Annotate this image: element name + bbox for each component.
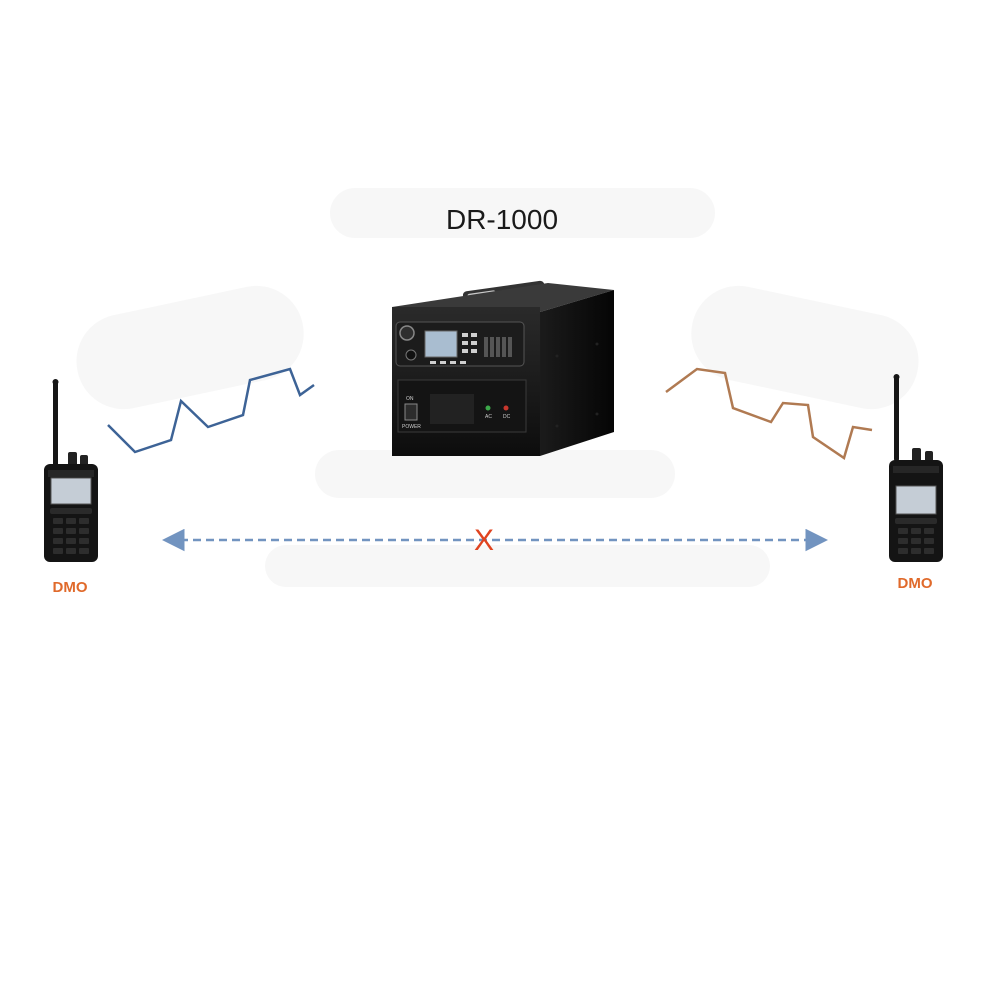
power-label: POWER bbox=[402, 424, 421, 430]
repeater-keypad-icon bbox=[430, 333, 512, 364]
led-ac-label: AC bbox=[485, 414, 492, 420]
led-dc-label: DC bbox=[503, 414, 511, 420]
status-led-dc bbox=[503, 405, 509, 411]
left-signal-wave bbox=[107, 367, 315, 454]
background-shapes bbox=[76, 188, 919, 587]
power-switch-icon bbox=[404, 403, 418, 421]
left-dmo-label: DMO bbox=[53, 579, 88, 596]
right-handheld-radio-icon bbox=[889, 374, 943, 562]
blocked-mark: X bbox=[474, 524, 494, 557]
switch-label: ON bbox=[406, 396, 414, 402]
right-dmo-label: DMO bbox=[898, 575, 933, 592]
left-handheld-radio-icon bbox=[44, 379, 98, 562]
volume-knob-icon bbox=[399, 325, 415, 341]
repeater-screen bbox=[424, 330, 458, 358]
status-led-ac bbox=[485, 405, 491, 411]
repeater-base-station-icon: ON POWER AC DC bbox=[392, 280, 614, 456]
diagram-title: DR-1000 bbox=[446, 204, 558, 235]
right-signal-wave bbox=[665, 367, 873, 460]
